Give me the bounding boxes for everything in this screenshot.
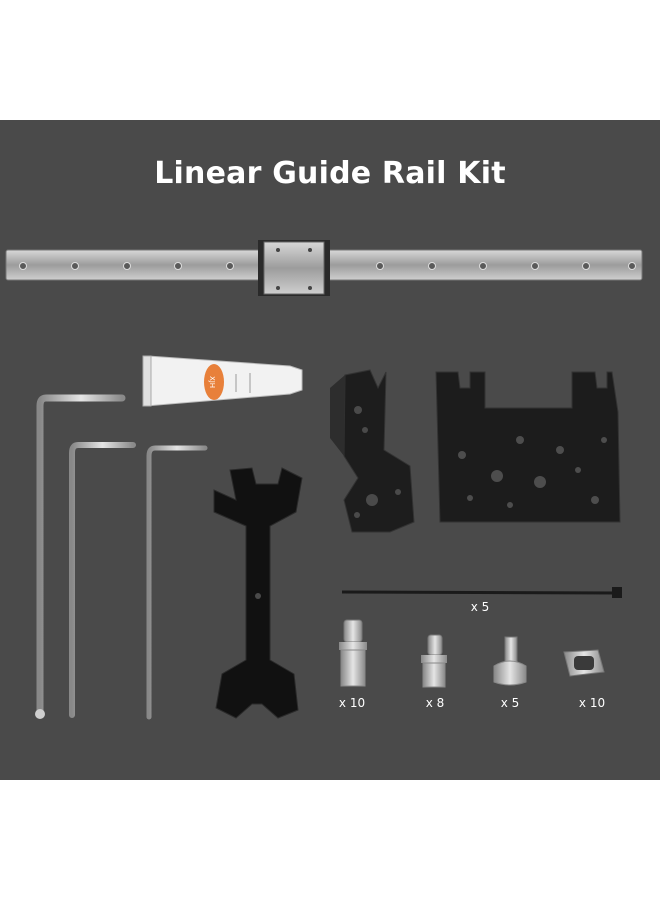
screw-large	[339, 619, 367, 687]
bracket-left	[330, 369, 415, 533]
hex-key-medium	[69, 442, 136, 718]
hex-key-large	[35, 394, 126, 719]
linear-rail	[5, 240, 643, 296]
rail-carriage	[258, 240, 330, 296]
qty-t-nut: x 10	[578, 696, 606, 710]
grease-tube: XJH	[142, 355, 303, 407]
screw-medium	[421, 634, 447, 688]
qty-screw-medium: x 8	[425, 696, 445, 710]
kit-illustration: XJH	[5, 240, 643, 720]
screw-small	[493, 636, 527, 686]
wrench	[213, 467, 303, 719]
t-nut	[563, 649, 605, 677]
cable-tie	[341, 587, 622, 598]
qty-cable-tie: x 5	[470, 600, 490, 614]
tube-brand-text: XJH	[208, 376, 216, 388]
product-panel: Linear Guide Rail Kit	[0, 120, 660, 780]
kit-title: Linear Guide Rail Kit	[154, 156, 506, 191]
bracket-right	[435, 371, 621, 523]
qty-screw-small: x 5	[500, 696, 520, 710]
qty-screw-large: x 10	[338, 696, 366, 710]
hex-key-small	[146, 445, 208, 720]
